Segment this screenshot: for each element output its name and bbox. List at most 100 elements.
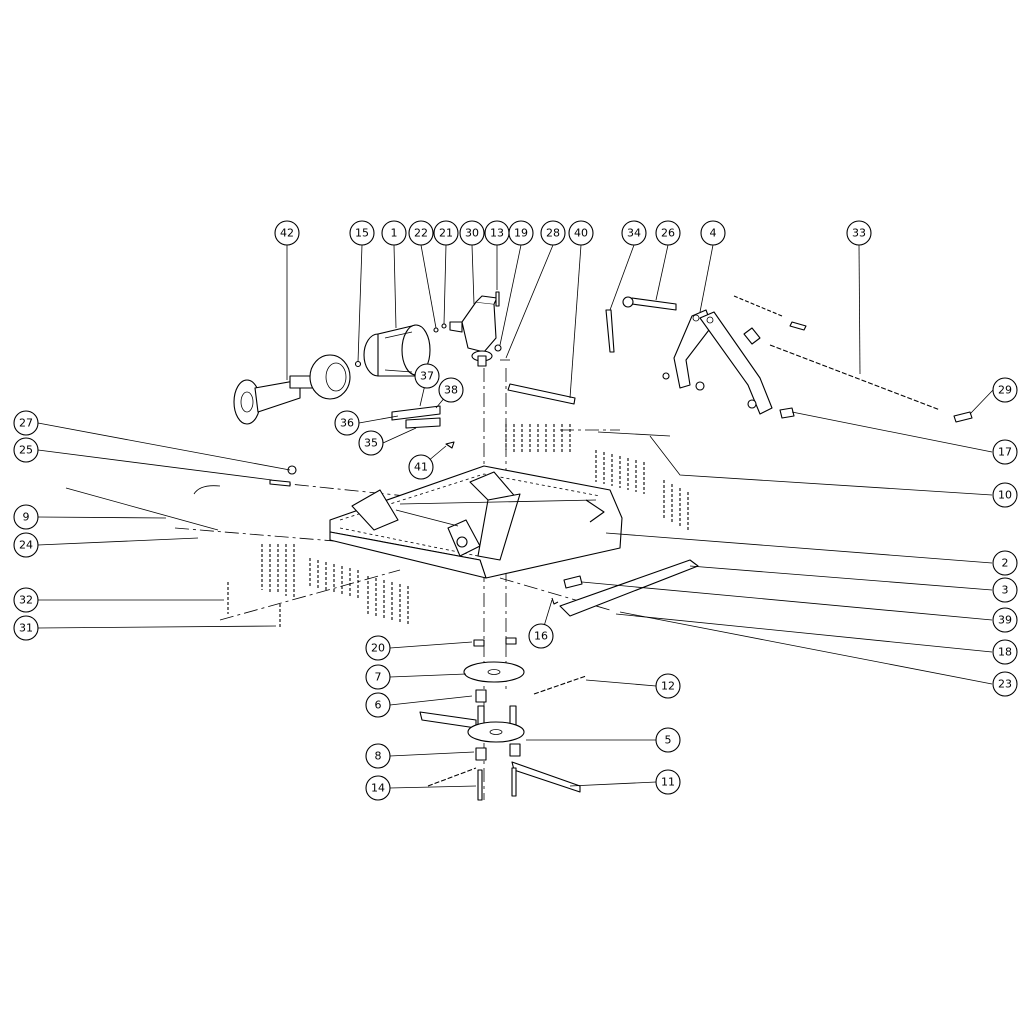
callout-label: 15 (355, 227, 369, 240)
callout-label: 3 (1002, 584, 1009, 597)
callout-label: 12 (661, 680, 675, 693)
callout-label: 6 (375, 699, 382, 712)
callout-label: 20 (371, 642, 385, 655)
callout-2: 2 (992, 550, 1018, 576)
chain-curtain-part (227, 424, 689, 628)
safety-chain-part (769, 344, 941, 411)
blade-part (419, 705, 517, 729)
callout-35: 35 (358, 430, 384, 456)
callout-5: 5 (655, 727, 681, 753)
callout-22: 22 (408, 220, 434, 246)
callout-11: 11 (655, 769, 681, 795)
callout-31: 31 (13, 615, 39, 641)
leader-lines (37, 244, 994, 789)
callout-24: 24 (13, 532, 39, 558)
callout-label: 24 (19, 539, 33, 552)
callout-7: 7 (365, 664, 391, 690)
callout-label: 21 (439, 227, 453, 240)
callout-label: 11 (661, 776, 675, 789)
callout-label: 32 (19, 594, 33, 607)
blade-carrier-lower-part (467, 721, 525, 743)
callout-30: 30 (459, 220, 485, 246)
callout-25: 25 (13, 437, 39, 463)
callout-19: 19 (508, 220, 534, 246)
callout-26: 26 (655, 220, 681, 246)
callout-label: 4 (710, 227, 717, 240)
callout-label: 22 (414, 227, 428, 240)
callout-32: 32 (13, 587, 39, 613)
callout-label: 29 (998, 384, 1012, 397)
callout-37: 37 (414, 363, 440, 389)
bolt-part (495, 291, 500, 307)
callout-9: 9 (13, 504, 39, 530)
deflector-rod-part (65, 487, 219, 531)
callout-label: 42 (280, 227, 294, 240)
callout-12: 12 (655, 673, 681, 699)
callout-label: 28 (546, 227, 560, 240)
mower-deck-part (329, 465, 623, 579)
callout-8: 8 (365, 743, 391, 769)
callout-label: 31 (19, 622, 33, 635)
bolt-part (477, 769, 483, 801)
spacer-part (475, 747, 487, 761)
callout-29: 29 (992, 377, 1018, 403)
callout-label: 23 (998, 678, 1012, 691)
callout-label: 40 (574, 227, 588, 240)
callout-38: 38 (438, 377, 464, 403)
callout-10: 10 (992, 482, 1018, 508)
shaft-shield-part (363, 324, 431, 377)
spacer-part (475, 689, 487, 703)
callout-label: 8 (375, 750, 382, 763)
callout-label: 25 (19, 444, 33, 457)
callout-label: 34 (627, 227, 641, 240)
blade-part (511, 761, 581, 793)
gearbox-part (449, 295, 498, 367)
spacer-part (509, 743, 521, 757)
callout-42: 42 (274, 220, 300, 246)
assembly-axis (269, 481, 446, 501)
callout-3: 3 (992, 577, 1018, 603)
nuts-part (473, 637, 517, 647)
rod-hook-part (193, 485, 221, 495)
pto-driveshaft-part (233, 354, 351, 425)
callout-39: 39 (992, 607, 1018, 633)
callout-6: 6 (365, 692, 391, 718)
callout-label: 18 (998, 646, 1012, 659)
clevis-pin-part (953, 411, 973, 423)
small-bolt-part (551, 597, 559, 605)
callout-label: 1 (391, 227, 398, 240)
callout-16: 16 (528, 623, 554, 649)
bolt-part (511, 767, 517, 797)
callout-label: 36 (340, 417, 354, 430)
callout-14: 14 (365, 775, 391, 801)
callout-34: 34 (621, 220, 647, 246)
callout-label: 41 (414, 461, 428, 474)
callout-label: 27 (19, 417, 33, 430)
link-part (789, 321, 807, 331)
nut-part (494, 344, 502, 352)
callout-label: 39 (998, 614, 1012, 627)
callout-27: 27 (13, 410, 39, 436)
callout-label: 10 (998, 489, 1012, 502)
callout-label: 14 (371, 782, 385, 795)
safety-chain-part (733, 295, 783, 317)
decal-set-part (391, 405, 441, 429)
callout-41: 41 (408, 454, 434, 480)
callout-label: 19 (514, 227, 528, 240)
callout-label: 38 (444, 384, 458, 397)
callout-label: 9 (23, 511, 30, 524)
blade-carrier-upper-part (463, 661, 525, 683)
chain-part (427, 767, 477, 787)
callout-label: 5 (665, 734, 672, 747)
callout-label: 35 (364, 437, 378, 450)
callout-label: 2 (1002, 557, 1009, 570)
hitch-pin-part (605, 309, 615, 353)
callout-33: 33 (846, 220, 872, 246)
callout-36: 36 (334, 410, 360, 436)
skid-shoe-part (559, 559, 699, 617)
callout-label: 13 (490, 227, 504, 240)
callout-20: 20 (365, 635, 391, 661)
callout-15: 15 (349, 220, 375, 246)
callout-label: 26 (661, 227, 675, 240)
